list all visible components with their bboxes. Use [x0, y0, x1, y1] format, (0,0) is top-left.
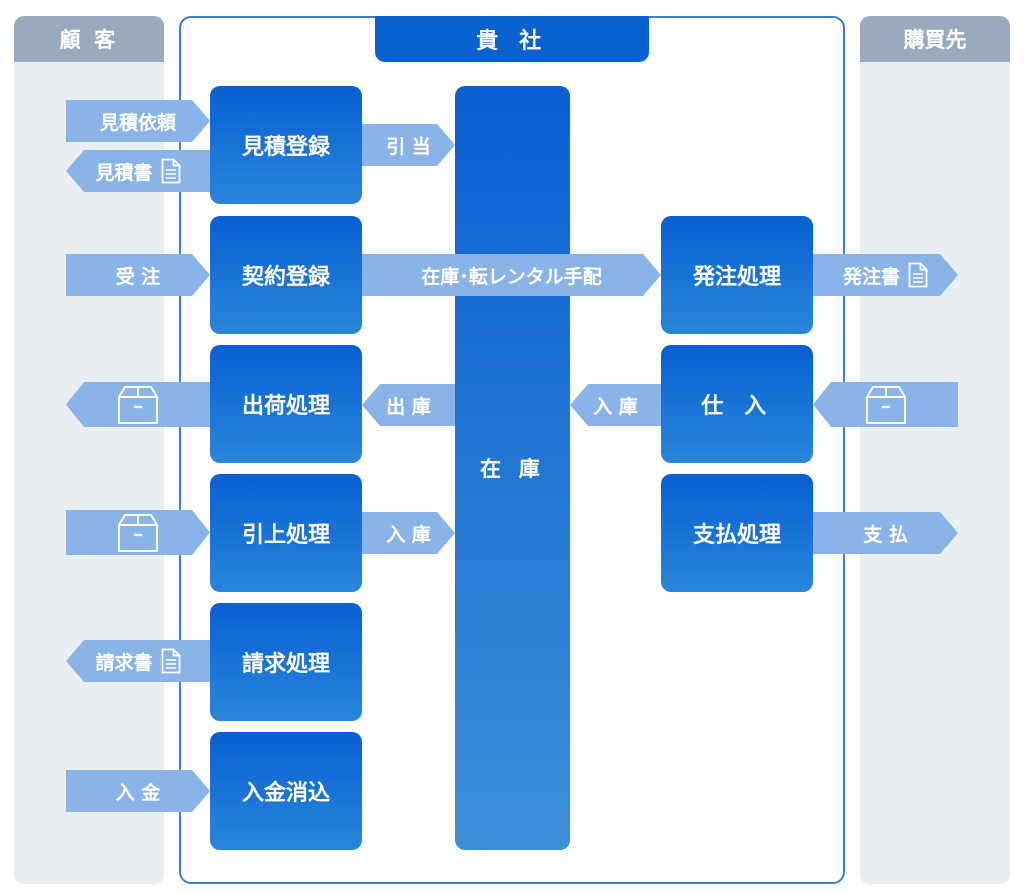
- inventory-block: 在 庫: [455, 86, 570, 850]
- po-doc-label: 発注書: [842, 265, 900, 288]
- supplier-column-header: 購買先: [860, 16, 1010, 62]
- procurement-box: 仕 入: [661, 345, 813, 463]
- allocation-label: 引 当: [386, 135, 431, 158]
- payment-out-arrow: 支 払: [813, 512, 958, 554]
- supplier-column: 購買先: [860, 16, 1010, 884]
- invoice-doc-label: 請求書: [95, 651, 153, 674]
- order-received-label: 受 注: [115, 265, 161, 288]
- allocation-arrow: 引 当: [362, 124, 455, 166]
- payment-received-arrow: 入 金: [66, 770, 210, 812]
- purchase-order-box: 発注処理: [661, 216, 813, 334]
- package-box-icon: [115, 513, 161, 553]
- estimate-request-label: 見積依頼: [99, 111, 176, 134]
- contract-registration-box: 契約登録: [210, 216, 362, 334]
- customer-column-header: 顧 客: [14, 16, 164, 62]
- document-icon: [161, 648, 181, 674]
- goods-received-arrow: [813, 382, 958, 427]
- arrangement-label: 在庫･転レンタル手配: [421, 265, 602, 288]
- company-header: 貴 社: [375, 16, 649, 62]
- order-received-arrow: 受 注: [66, 254, 210, 296]
- ship-out-label: 出 庫: [386, 395, 431, 418]
- stock-in-purchase-label: 入 庫: [593, 395, 638, 418]
- stock-in-purchase-arrow: 入 庫: [570, 384, 661, 426]
- payment-out-label: 支 払: [863, 523, 908, 546]
- shipment-out-arrow: [66, 382, 210, 427]
- estimate-registration-box: 見積登録: [210, 86, 362, 204]
- estimate-doc-label: 見積書: [95, 161, 153, 184]
- ship-out-arrow: 出 庫: [362, 384, 455, 426]
- shipping-process-box: 出荷処理: [210, 345, 362, 463]
- customer-column: 顧 客: [14, 16, 164, 884]
- payment-processing-box: 支払処理: [661, 474, 813, 592]
- stock-in-pickup-label: 入 庫: [386, 523, 431, 546]
- document-icon: [161, 158, 181, 184]
- stock-in-pickup-arrow: 入 庫: [362, 512, 455, 554]
- payment-received-label: 入 金: [115, 781, 161, 804]
- payment-clearing-box: 入金消込: [210, 732, 362, 850]
- arrangement-arrow: 在庫･転レンタル手配: [362, 254, 661, 296]
- invoice-doc-arrow: 請求書: [66, 640, 210, 682]
- billing-process-box: 請求処理: [210, 603, 362, 721]
- package-box-icon: [863, 385, 909, 425]
- document-icon: [908, 262, 928, 288]
- package-box-icon: [115, 385, 161, 425]
- estimate-doc-arrow: 見積書: [66, 150, 210, 192]
- po-doc-arrow: 発注書: [813, 254, 958, 296]
- returned-goods-arrow: [66, 510, 210, 555]
- estimate-request-arrow: 見積依頼: [66, 100, 210, 142]
- pickup-process-box: 引上処理: [210, 474, 362, 592]
